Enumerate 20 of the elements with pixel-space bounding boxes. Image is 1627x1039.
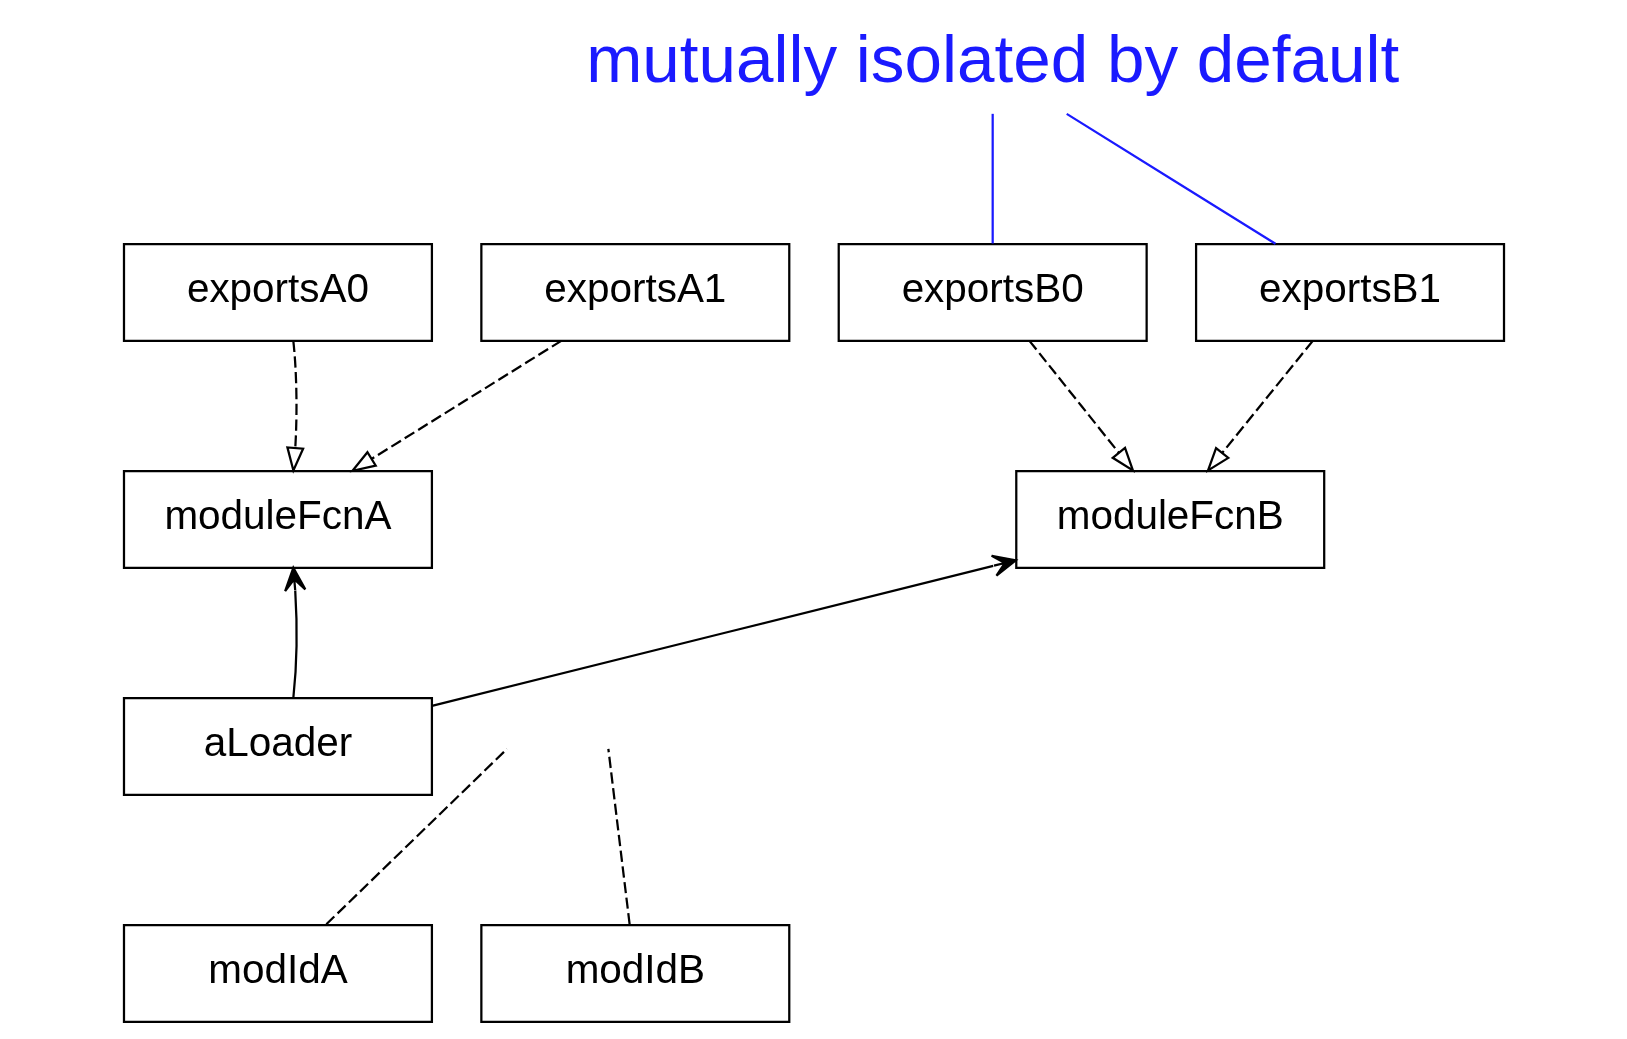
arrow <box>349 339 562 473</box>
node-box: exportsA0 <box>122 243 433 342</box>
arrow <box>431 554 1017 707</box>
node-box: moduleFcnA <box>122 470 433 569</box>
connector <box>606 748 631 925</box>
connector <box>991 113 994 244</box>
arrow <box>1028 340 1135 474</box>
node-box: exportsA1 <box>479 243 790 342</box>
node-box: exportsB0 <box>837 243 1148 342</box>
node-box: moduleFcnB <box>1014 470 1325 569</box>
node-text: mutually isolated by default <box>585 21 1399 97</box>
arrow <box>283 566 306 698</box>
arrow <box>1205 340 1314 474</box>
arrow <box>285 340 305 474</box>
node-box: exportsB1 <box>1194 243 1505 342</box>
connector <box>1065 112 1276 245</box>
node-box: aLoader <box>122 697 433 796</box>
node-box: modIdB <box>479 924 790 1023</box>
node-box: modIdA <box>122 924 433 1023</box>
connector <box>325 748 508 926</box>
